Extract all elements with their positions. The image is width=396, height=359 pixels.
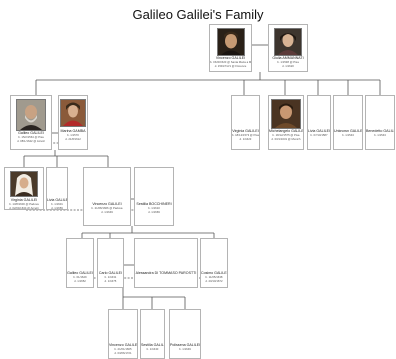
portrait-image <box>60 99 86 127</box>
person-card-virginia-daughter[interactable]: Virginia GALILEI b. 13/8/1600 @ Padova d… <box>4 167 44 210</box>
person-card-galileo[interactable]: Galileo GALILEI b. 15/2/1564 @ Pisa d. 0… <box>10 95 52 150</box>
person-card-cosimo[interactable]: Cosimo GALILEI b. 11/05/1638 d. 20/10/16… <box>200 238 228 288</box>
person-name: Marina GAMBA <box>60 129 86 133</box>
person-card-virginia-sister[interactable]: Virginia GALILEI b. 18/12/1573 @ Pisa d.… <box>231 95 260 150</box>
page-title: Galileo Galilei's Family <box>132 7 264 22</box>
person-birth: b. 1520/1520 @ Santa Maria a Monte <box>210 60 252 64</box>
person-card-marina[interactable]: Marina GAMBA b. 1/1570 d. 21/8/1612 <box>58 95 88 150</box>
person-death: d. 21/8/1612 <box>65 137 81 141</box>
person-birth: b. 1/1538 @ Pisa <box>277 60 299 64</box>
person-birth: b. 01/1629 <box>73 275 87 279</box>
person-birth: b. 21/08/1606 @ Padova <box>91 206 123 210</box>
person-death: d. 02/04/1634 @ Arcetri <box>9 205 39 210</box>
person-name: Benedetto GALILEI <box>366 129 395 133</box>
person-card-unknown[interactable]: Unknown GALILEI b. 1/1543 <box>333 95 363 150</box>
portrait-image <box>216 28 245 56</box>
person-birth: b. 18/12/1573 @ Pisa <box>232 133 259 137</box>
person-birth: b. 1/1631 <box>104 275 117 279</box>
person-birth: b. 1/1543 <box>374 133 386 137</box>
person-name: Vincenzo GALILEI <box>109 343 138 347</box>
person-name: Unknown GALILEI <box>334 129 363 133</box>
person-name: Livia GALILEI <box>47 198 68 202</box>
person-card-michelangelo[interactable]: Michelangelo GALILEI b. 18/12/1575 @ Pis… <box>268 95 304 150</box>
person-card-carlo[interactable]: Carlo GALILEI b. 1/1631 d. 1/1675 <box>97 238 124 288</box>
person-death: d. 20/10/1672 <box>205 279 223 283</box>
person-card-livia-daughter[interactable]: Livia GALILEI b. 1/1601 d. 1/1659 <box>46 167 68 210</box>
portrait-image <box>274 28 302 56</box>
person-card-vincenzo-son[interactable]: Vincenzo GALILEI b. 21/08/1606 @ Padova … <box>83 167 131 226</box>
person-card-alessandra[interactable]: Alessandra DI TOMMASO PAROSTTI <box>134 238 198 288</box>
person-birth: b. 07/10/1587 <box>310 133 328 137</box>
person-death: d. 1/1649 <box>101 210 113 214</box>
person-name: Sestilia GALILEI <box>141 343 165 347</box>
person-birth: b. 1/1640 <box>146 347 159 351</box>
person-birth: b. 11/05/1638 <box>205 275 223 279</box>
person-birth: b. 18/12/1575 @ Pisa <box>272 133 300 137</box>
person-name: Vincenzo GALILEI <box>92 202 122 206</box>
person-birth: b. 1/1610 <box>148 206 160 210</box>
person-name: Virginia GALILEI <box>10 198 38 202</box>
person-name: Cosimo GALILEI <box>201 271 228 275</box>
person-death: d. 1/1675 <box>104 279 117 283</box>
person-name: Polissena GALILEI <box>170 343 201 347</box>
person-name: Sestilia BOCCHINERI <box>136 202 172 206</box>
person-name: Michelangelo GALILEI <box>269 129 304 133</box>
person-death: d. 1591/7/2/1 @ Florence <box>214 64 247 68</box>
person-birth: b. 13/8/1600 @ Padova <box>9 202 39 206</box>
person-name: Galileo GALILEI <box>18 131 44 135</box>
person-card-benedetto[interactable]: Benedetto GALILEI b. 1/1543 <box>365 95 395 150</box>
person-card-galileo-grandson[interactable]: Galileo GALILEI b. 01/1629 d. 1/1652 <box>66 238 94 288</box>
person-death: d. 1/1652 <box>74 279 86 283</box>
person-death: d. 03/06/1721 <box>114 351 132 355</box>
person-death: d. 1/1623 <box>239 137 252 141</box>
portrait-image <box>16 99 46 131</box>
person-name: Galileo GALILEI <box>67 271 93 275</box>
person-name: Alessandra DI TOMMASO PAROSTTI <box>135 271 197 275</box>
person-card-giulia[interactable]: Giulia AMMANNATI b. 1/1538 @ Pisa d. 1/1… <box>268 24 308 72</box>
portrait-image <box>10 171 38 197</box>
person-death: d. 08/1/1642 @ Arcetri <box>17 139 45 143</box>
person-death: d. 1/1620 <box>282 64 294 68</box>
person-birth: b. 1/1543 <box>342 133 354 137</box>
person-birth: b. 21/01/1665 <box>114 347 132 351</box>
person-card-livia-sister[interactable]: Livia GALILEI b. 07/10/1587 <box>307 95 331 150</box>
person-name: Virginia GALILEI <box>232 129 259 133</box>
person-birth: b. 15/2/1564 @ Pisa <box>18 135 44 139</box>
person-name: Livia GALILEI <box>308 129 330 133</box>
person-name: Giulia AMMANNATI <box>272 56 304 60</box>
portrait-image <box>271 99 301 129</box>
person-card-vincenzo-great-grandson[interactable]: Vincenzo GALILEI b. 21/01/1665 d. 03/06/… <box>108 309 138 359</box>
person-birth: b. 1/1601 <box>51 202 63 206</box>
person-birth: b. 1/1570 <box>67 133 79 137</box>
person-birth: b. 1/1649 <box>179 347 191 351</box>
person-card-sestilia[interactable]: Sestilia BOCCHINERI b. 1/1610 d. 1/1669 <box>134 167 174 226</box>
person-card-polissena[interactable]: Polissena GALILEI b. 1/1649 <box>169 309 201 359</box>
person-card-vincenzo-sr[interactable]: Vincenzo GALILEI b. 1520/1520 @ Santa Ma… <box>209 24 252 72</box>
person-death: d. 1/1669 <box>148 210 160 214</box>
person-death: d. 1/1659 <box>51 205 63 210</box>
person-name: Vincenzo GALILEI <box>215 56 246 60</box>
person-card-sestilia-great-granddaughter[interactable]: Sestilia GALILEI b. 1/1640 <box>140 309 165 359</box>
person-death: d. 03/1/1631 @ Munich <box>271 137 301 141</box>
person-name: Carlo GALILEI <box>98 271 123 275</box>
